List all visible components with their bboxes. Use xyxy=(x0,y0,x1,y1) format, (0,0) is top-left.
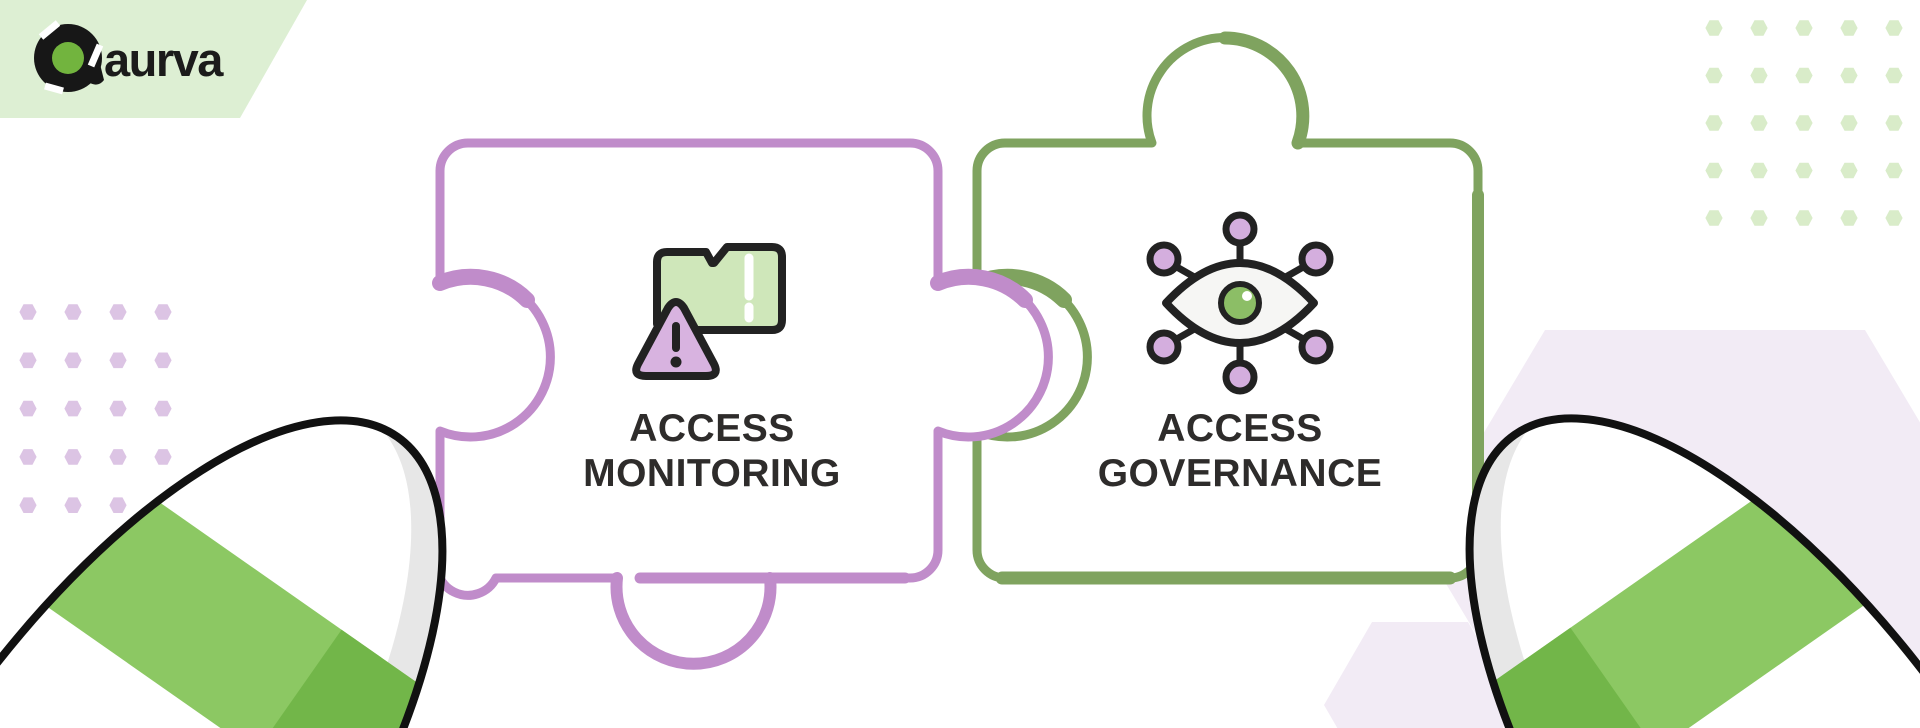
decorative-hex-dot xyxy=(1705,162,1723,179)
decorative-hex-dot xyxy=(154,449,172,465)
decorative-hex-dot xyxy=(1795,210,1813,226)
decorative-hex-dot xyxy=(109,304,127,320)
purple-dot-grid xyxy=(19,304,172,513)
decorative-hex-dot xyxy=(1705,115,1723,131)
decorative-hex-dot xyxy=(109,449,127,465)
decorative-hex-dot xyxy=(1885,20,1903,36)
monitoring-piece-accents xyxy=(432,268,1033,670)
logo-band: aurva xyxy=(0,0,307,118)
decorative-hex-dot xyxy=(64,400,82,417)
decorative-hex-dot xyxy=(1750,67,1768,84)
decorative-hex-dot xyxy=(19,304,37,320)
decorative-hex-dot xyxy=(1795,162,1813,179)
decorative-hex-dot xyxy=(19,352,37,369)
network-nodes xyxy=(1146,211,1334,395)
decorative-hex-dot xyxy=(1750,115,1768,131)
puzzle-piece-monitoring xyxy=(432,138,1053,670)
decorative-hex-dot xyxy=(1885,210,1903,226)
folder-alert-icon xyxy=(632,243,786,380)
decorative-hex-dot xyxy=(1840,162,1858,179)
decorative-hex-dot xyxy=(1885,162,1903,179)
decorative-hex-dot xyxy=(1750,20,1768,36)
decorative-hex-dot xyxy=(154,400,172,417)
decorative-hex-dot xyxy=(19,497,37,513)
monitoring-title-line2: MONITORING xyxy=(583,452,841,495)
decorative-hex-dot xyxy=(109,400,127,417)
decorative-hex-dot xyxy=(1885,67,1903,84)
right-finger xyxy=(1455,396,1920,728)
decorative-hex-dot xyxy=(1795,20,1813,36)
decorative-hex-dot xyxy=(1705,67,1723,84)
aperture-lens-icon xyxy=(34,20,104,95)
decorative-hex-dot xyxy=(64,304,82,320)
decorative-hex-dot xyxy=(1840,115,1858,131)
decorative-hex-dot xyxy=(64,352,82,369)
left-finger xyxy=(0,398,457,728)
green-dot-grid xyxy=(1705,20,1903,226)
decorative-hex-dot xyxy=(1750,162,1768,179)
warning-triangle-icon xyxy=(632,298,720,380)
decorative-hex-dot xyxy=(1840,20,1858,36)
eye-network-icon xyxy=(1146,211,1334,395)
decorative-hex-dot xyxy=(1750,210,1768,226)
monitoring-title-line1: ACCESS xyxy=(629,407,795,450)
decorative-hex-dot xyxy=(1705,210,1723,226)
decorative-hex-dot xyxy=(109,352,127,369)
governance-title-line1: ACCESS xyxy=(1157,407,1323,450)
decorative-hex-dot xyxy=(1795,67,1813,84)
decorative-hex-dot xyxy=(1840,210,1858,226)
decorative-hex-dot xyxy=(1885,115,1903,131)
decorative-hex-dot xyxy=(64,497,82,513)
decorative-hex-dot xyxy=(109,497,127,513)
decorative-hex-dot xyxy=(19,400,37,417)
small-hexagon-shape xyxy=(1324,622,1516,728)
decorative-hex-dot xyxy=(154,304,172,320)
decorative-hex-dot xyxy=(19,449,37,465)
decorative-hex-dot xyxy=(154,352,172,369)
decorative-hex-dot xyxy=(64,449,82,465)
decorative-hex-dot xyxy=(1705,20,1723,36)
brand-name: aurva xyxy=(104,33,224,86)
decorative-hex-dot xyxy=(1840,67,1858,84)
governance-title-line2: GOVERNANCE xyxy=(1098,452,1383,495)
monitoring-piece-outline xyxy=(432,138,1053,669)
decorative-hex-dot xyxy=(1795,115,1813,131)
